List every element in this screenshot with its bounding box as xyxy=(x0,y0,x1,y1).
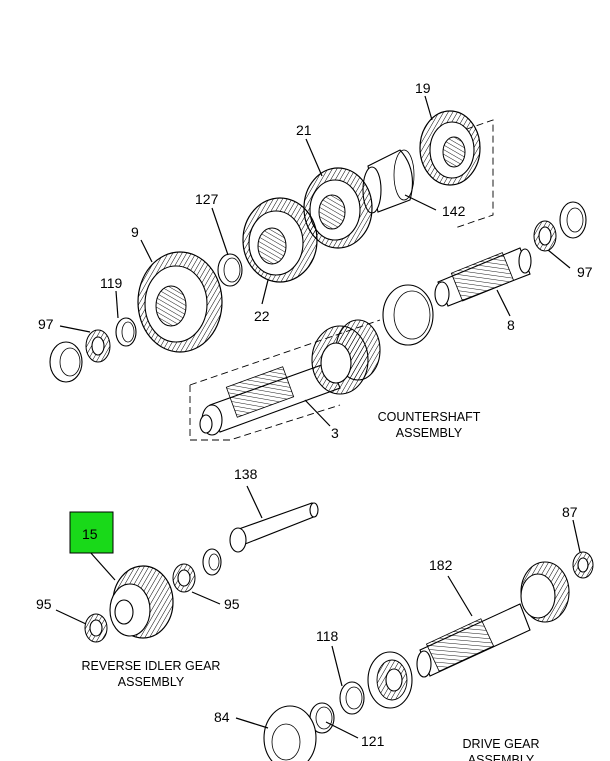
callout-182: 182 xyxy=(429,557,453,573)
idler-shaft-138[interactable] xyxy=(229,502,319,553)
snap-ring-121[interactable] xyxy=(309,702,335,734)
drive-gear-182[interactable] xyxy=(416,561,570,678)
callout-95-left: 95 xyxy=(36,596,52,612)
callout-8: 8 xyxy=(507,317,515,333)
callout-138: 138 xyxy=(234,466,258,482)
bearing-95-right[interactable] xyxy=(172,563,196,593)
callout-95-right: 95 xyxy=(224,596,240,612)
snap-ring-118[interactable] xyxy=(339,681,365,715)
leader-lines xyxy=(55,95,581,739)
callout-142: 142 xyxy=(442,203,466,219)
callout-97-right: 97 xyxy=(577,264,593,280)
bearing-race-left[interactable] xyxy=(49,341,83,383)
bearing-95-left[interactable] xyxy=(84,613,108,643)
highlight-box-15[interactable] xyxy=(69,511,114,554)
callout-3: 3 xyxy=(331,425,339,441)
snap-ring-127[interactable] xyxy=(217,253,243,287)
drive-gear-caption-line2: ASSEMBLY xyxy=(468,753,535,761)
cover-84[interactable] xyxy=(263,705,317,761)
countershaft-boundary xyxy=(189,385,341,441)
callout-119: 119 xyxy=(100,275,123,291)
reverse-idler-gear-15[interactable] xyxy=(109,565,174,639)
callout-84: 84 xyxy=(214,709,230,725)
countershaft-caption-line1: COUNTERSHAFT xyxy=(378,410,481,424)
gear-21[interactable] xyxy=(303,167,373,249)
countershaft-caption-line2: ASSEMBLY xyxy=(396,426,463,440)
bearing-race-right[interactable] xyxy=(559,201,587,239)
callout-118: 118 xyxy=(316,628,339,644)
callout-9: 9 xyxy=(131,224,139,240)
gear-group-boundary xyxy=(434,119,494,229)
callout-22: 22 xyxy=(254,308,270,324)
reverse-idler-caption-line1: REVERSE IDLER GEAR xyxy=(82,659,221,673)
gear-9[interactable] xyxy=(137,251,223,353)
countershaft-3[interactable] xyxy=(199,319,381,436)
drive-gear-caption-line1: DRIVE GEAR xyxy=(462,737,539,751)
bearing-97-left[interactable] xyxy=(85,329,111,363)
callout-97-left: 97 xyxy=(38,316,54,332)
idler-washer[interactable] xyxy=(202,548,222,576)
bearing-race-countershaft[interactable] xyxy=(382,284,434,346)
callout-127: 127 xyxy=(195,191,219,207)
callout-87: 87 xyxy=(562,504,578,520)
callout-21: 21 xyxy=(296,122,312,138)
bearing-87[interactable] xyxy=(572,551,594,579)
sleeve-142[interactable] xyxy=(362,149,415,214)
callout-121: 121 xyxy=(361,733,385,749)
gear-22[interactable] xyxy=(242,197,318,283)
bearing-97-right[interactable] xyxy=(533,220,557,252)
drive-bearing[interactable] xyxy=(367,651,413,709)
highlight-label-15[interactable]: 15 xyxy=(82,526,98,542)
snap-ring-119[interactable] xyxy=(115,317,137,347)
reverse-idler-caption-line2: ASSEMBLY xyxy=(118,675,185,689)
gear-19[interactable] xyxy=(419,110,481,186)
callout-19: 19 xyxy=(415,80,431,96)
shaft-8[interactable] xyxy=(434,247,532,307)
